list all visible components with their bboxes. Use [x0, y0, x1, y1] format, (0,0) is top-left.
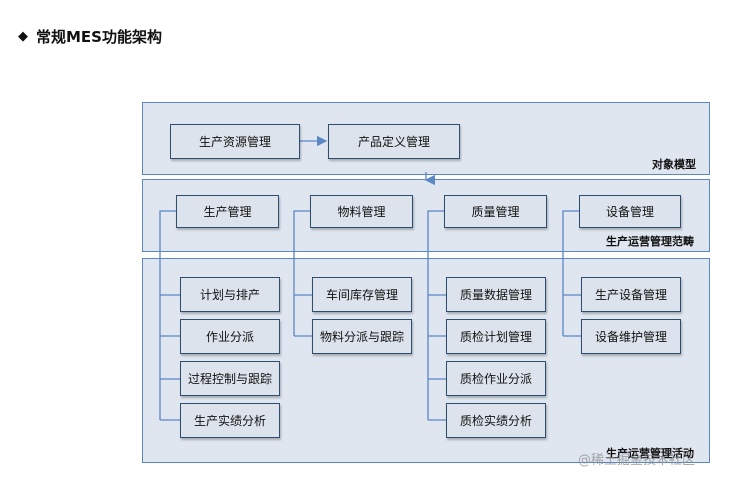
box-production-activity: 作业分派 — [180, 319, 280, 354]
box-equipment-activity: 生产设备管理 — [581, 277, 681, 312]
band-label-object-model: 对象模型 — [652, 158, 696, 171]
band-label-operations-scope: 生产运营管理范畴 — [606, 235, 694, 248]
box-resource-management: 生产资源管理 — [170, 124, 300, 159]
box-production-management: 生产管理 — [176, 195, 279, 228]
diamond-icon: ◆ — [18, 29, 28, 44]
box-production-activity: 过程控制与跟踪 — [180, 361, 280, 396]
box-quality-activity: 质量数据管理 — [446, 277, 546, 312]
box-material-activity: 车间库存管理 — [312, 277, 412, 312]
watermark: @稀土掘金技术社区 — [578, 453, 696, 468]
box-quality-management: 质量管理 — [444, 195, 547, 228]
box-production-activity: 生产实绩分析 — [180, 403, 280, 438]
box-production-activity: 计划与排产 — [180, 277, 280, 312]
box-quality-activity: 质检实绩分析 — [446, 403, 546, 438]
box-material-activity: 物料分派与跟踪 — [312, 319, 412, 354]
page-title-text: 常规MES功能架构 — [36, 28, 162, 46]
box-quality-activity: 质检计划管理 — [446, 319, 546, 354]
band-label-operations-activities: 生产运营管理活动 — [606, 447, 694, 460]
box-quality-activity: 质检作业分派 — [446, 361, 546, 396]
box-equipment-activity: 设备维护管理 — [581, 319, 681, 354]
box-material-management: 物料管理 — [310, 195, 413, 228]
page-title: ◆ 常规MES功能架构 — [18, 26, 162, 47]
box-equipment-management: 设备管理 — [579, 195, 681, 228]
box-product-definition: 产品定义管理 — [328, 124, 460, 159]
